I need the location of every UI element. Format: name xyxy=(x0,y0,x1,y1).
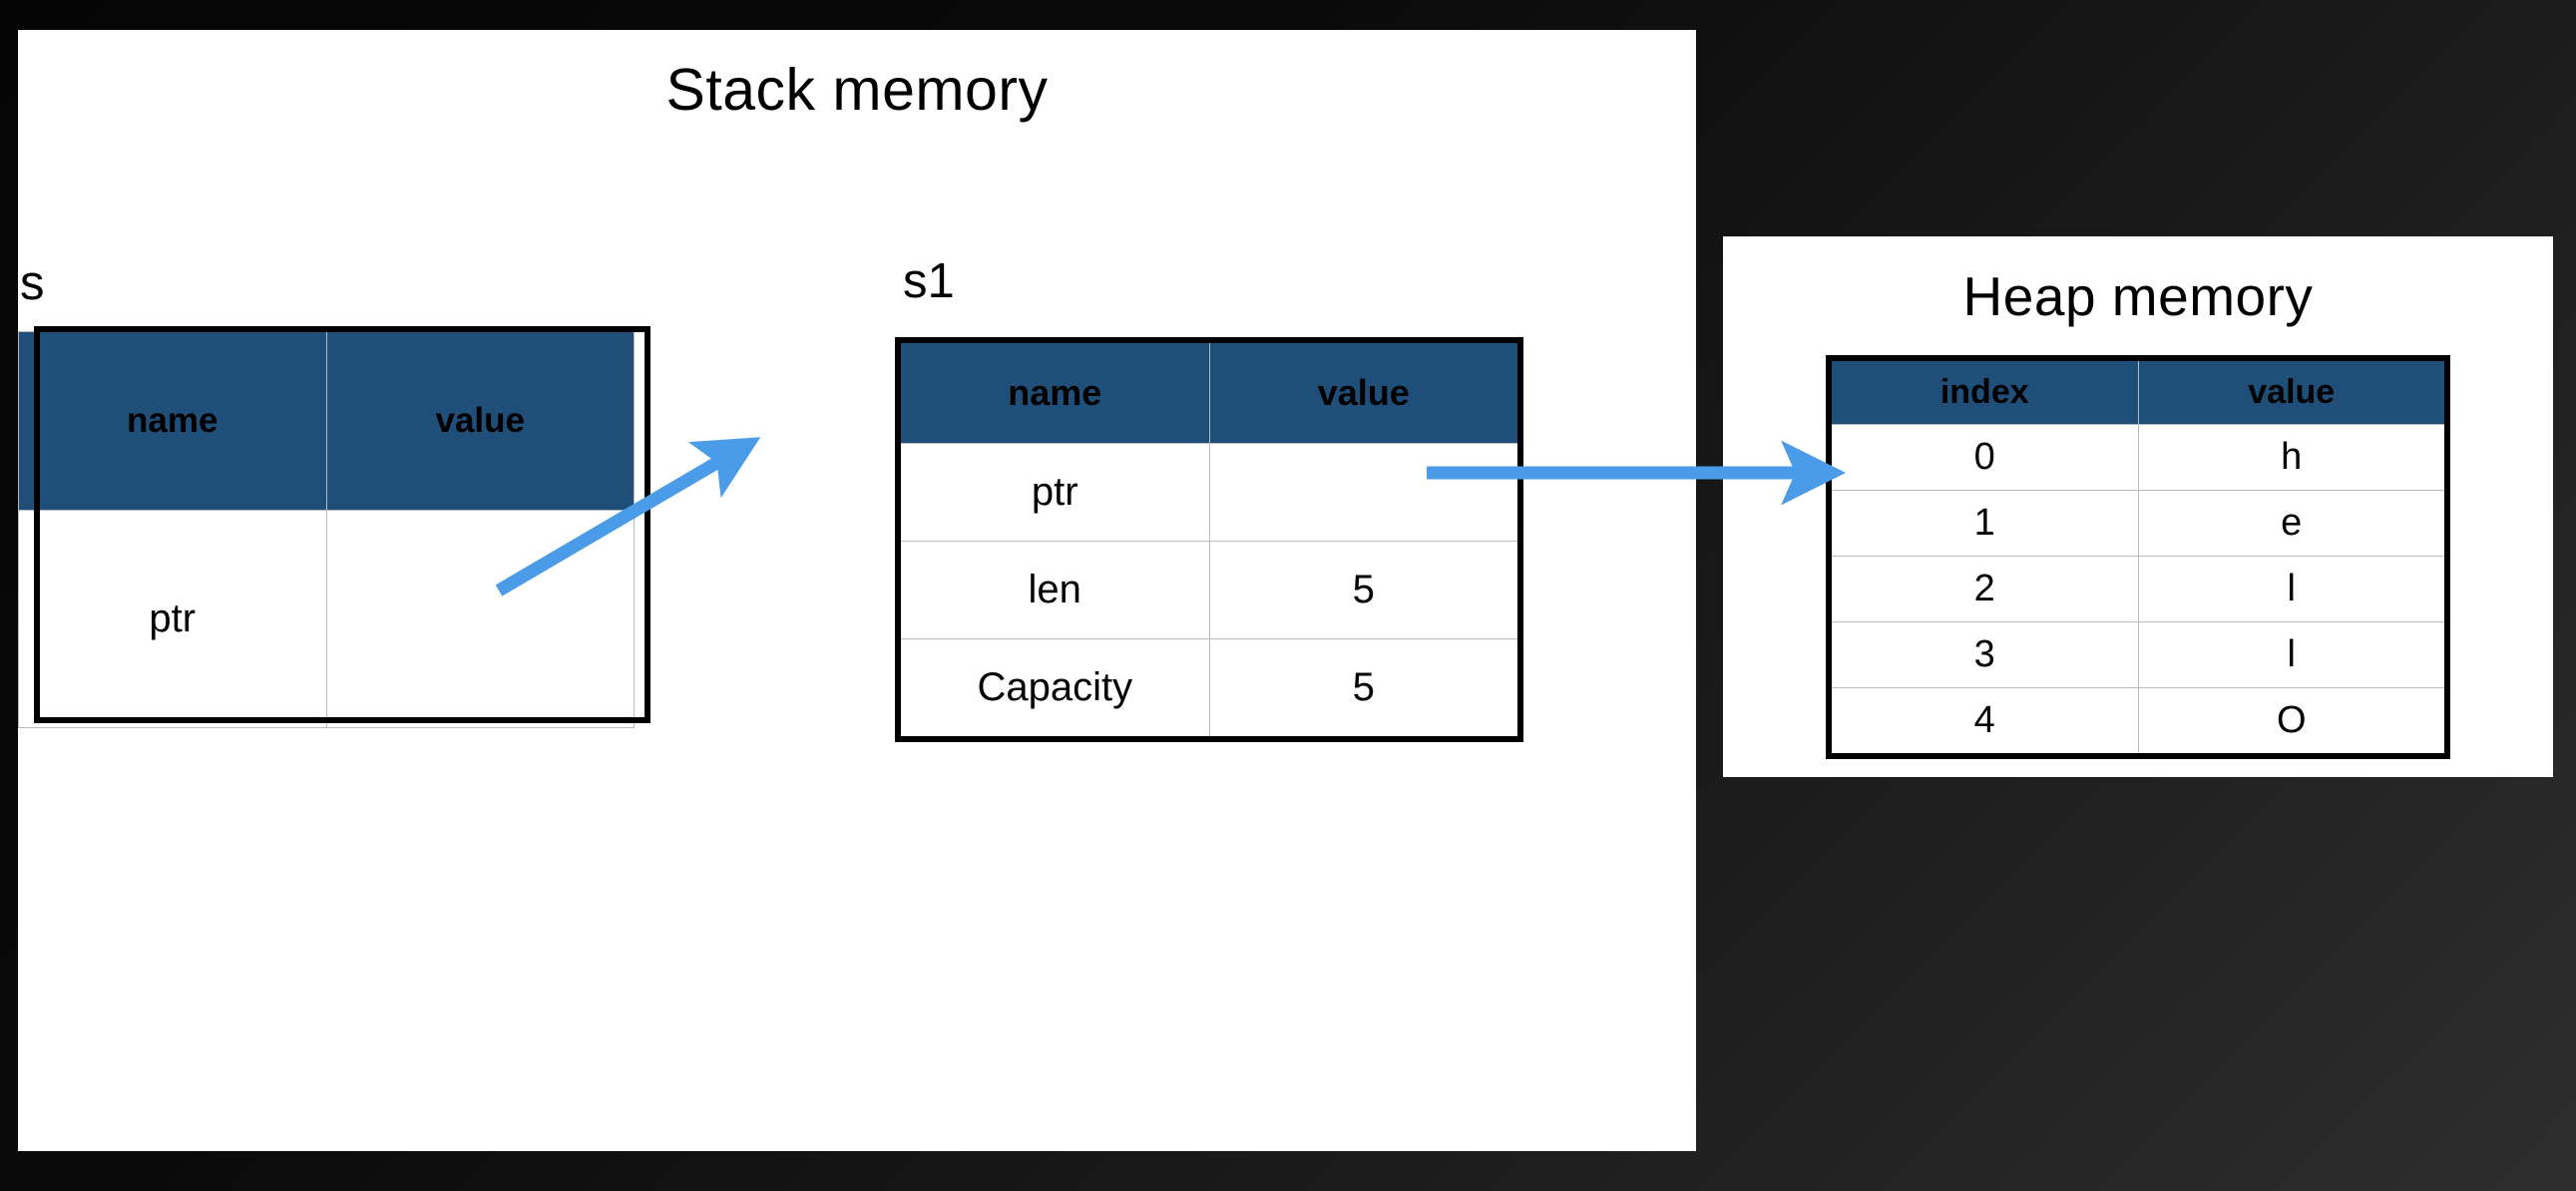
heap-table-cell-index-1: 1 xyxy=(1828,490,2139,557)
s1-table-cell-name-len: len xyxy=(897,541,1210,639)
s-table-cell-name-ptr: ptr xyxy=(18,510,327,728)
heap-table-cell-index-2: 2 xyxy=(1828,556,2139,622)
heap-table: index value 0 h 1 e 2 l 3 l 4 O xyxy=(1826,355,2450,759)
variable-label-s: s xyxy=(20,256,45,310)
table-header-row: name value xyxy=(897,339,1521,444)
table-row: 0 h xyxy=(1828,424,2448,491)
heap-table-cell-index-0: 0 xyxy=(1828,424,2139,491)
heap-table-header-index: index xyxy=(1828,357,2139,425)
table-row: Capacity 5 xyxy=(897,638,1521,740)
table-row: 4 O xyxy=(1828,687,2448,757)
table-header-row: name value xyxy=(18,331,635,511)
heap-table-cell-value-3: l xyxy=(2137,621,2448,688)
table-row: ptr xyxy=(897,443,1521,542)
heap-table-header-value: value xyxy=(2137,357,2448,425)
table-row: 1 e xyxy=(1828,490,2448,557)
heap-table-cell-value-0: h xyxy=(2137,424,2448,491)
heap-memory-title: Heap memory xyxy=(1962,265,2314,327)
s1-table: name value ptr len 5 Capacity 5 xyxy=(895,337,1523,742)
table-row: len 5 xyxy=(897,541,1521,639)
s1-table-cell-name-ptr: ptr xyxy=(897,443,1210,542)
s1-table-cell-value-ptr xyxy=(1208,443,1521,542)
s1-table-cell-value-capacity: 5 xyxy=(1208,638,1521,740)
heap-table-cell-value-1: e xyxy=(2137,490,2448,557)
heap-table-cell-index-3: 3 xyxy=(1828,621,2139,688)
s-table-header-name: name xyxy=(18,331,327,511)
variable-label-s1: s1 xyxy=(903,254,955,308)
s1-table-cell-value-len: 5 xyxy=(1208,541,1521,639)
s1-table-header-value: value xyxy=(1208,339,1521,444)
table-row: 2 l xyxy=(1828,556,2448,622)
heap-table-cell-value-2: l xyxy=(2137,556,2448,622)
s-table-cell-value-ptr xyxy=(325,510,635,728)
s1-table-header-name: name xyxy=(897,339,1210,444)
stack-memory-title: Stack memory xyxy=(665,57,1049,123)
s-table: name value ptr xyxy=(18,331,635,728)
s-table-wrapper: name value ptr xyxy=(18,326,650,733)
table-row: ptr xyxy=(18,510,635,728)
table-row: 3 l xyxy=(1828,621,2448,688)
s1-table-cell-name-capacity: Capacity xyxy=(897,638,1210,740)
heap-table-cell-value-4: O xyxy=(2137,687,2448,757)
table-header-row: index value xyxy=(1828,357,2448,425)
heap-table-cell-index-4: 4 xyxy=(1828,687,2139,757)
s-table-header-value: value xyxy=(325,331,635,511)
